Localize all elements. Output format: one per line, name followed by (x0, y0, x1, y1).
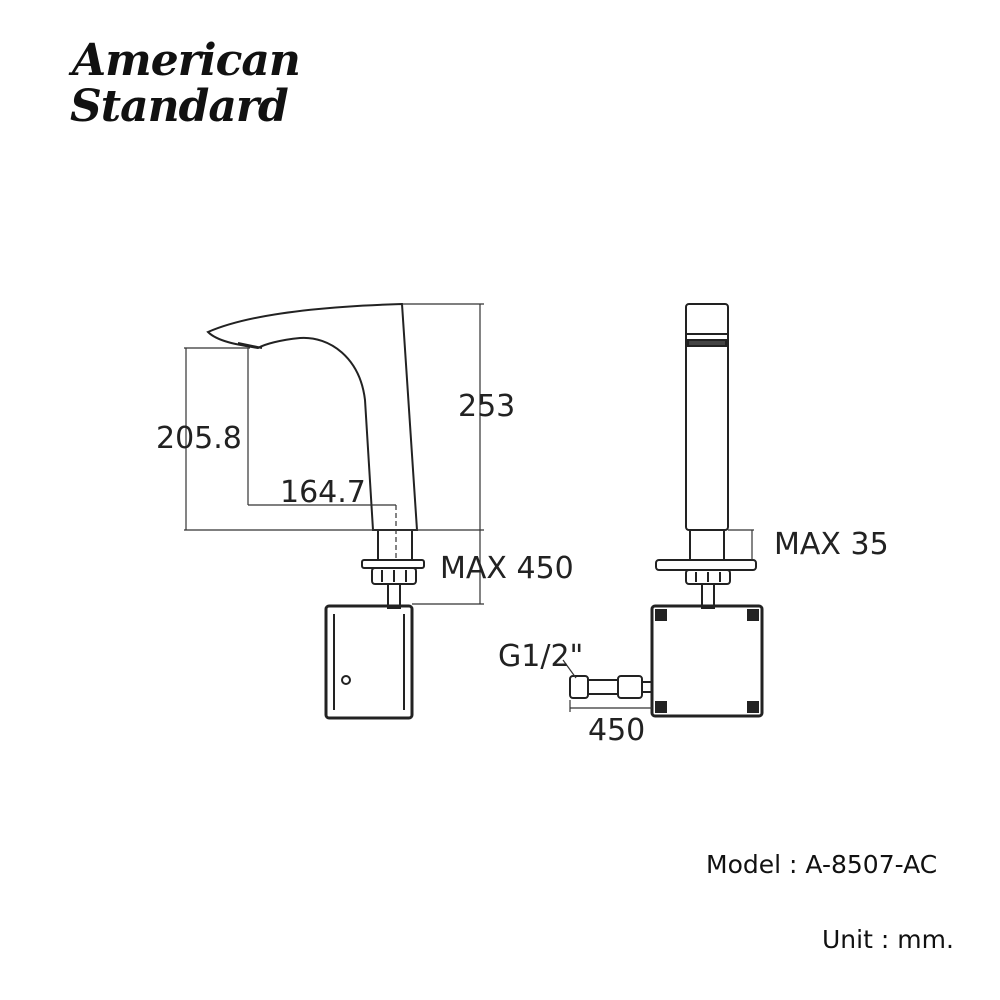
faucet-spout-outlet (237, 342, 263, 349)
brand-logo: American Standard (70, 35, 301, 132)
unit-label: Unit (822, 925, 873, 954)
brand-line-1: American (72, 35, 301, 86)
unit-separator: : (880, 925, 890, 954)
faucet-connector-front (387, 583, 401, 609)
dim-hose-front: MAX 450 (440, 551, 574, 586)
faucet-shank-front (377, 529, 413, 561)
hose-body (587, 679, 619, 695)
unit-info: Unit : mm. (822, 925, 954, 954)
hose-nut-right (617, 675, 643, 699)
unit-value: mm. (897, 925, 954, 954)
brand-line-2: Standard (70, 81, 289, 132)
model-label: Model (706, 850, 782, 879)
dim-hose-side: 450 (588, 713, 645, 748)
model-separator: : (789, 850, 798, 879)
model-value: A-8507-AC (805, 850, 938, 879)
dim-deck-thickness: MAX 35 (774, 527, 889, 562)
faucet-connector-side (701, 583, 715, 609)
faucet-body-side (685, 303, 729, 531)
faucet-shank-side (689, 529, 725, 561)
control-box-front (324, 604, 414, 720)
control-box-side (650, 604, 764, 718)
dim-height-total: 253 (458, 389, 515, 424)
dim-spout-reach: 164.7 (280, 475, 366, 510)
hose-nut-left (569, 675, 589, 699)
faucet-flange-side (655, 559, 757, 571)
dim-spout-height: 205.8 (156, 421, 242, 456)
faucet-flange-front (361, 559, 425, 569)
model-info: Model : A-8507-AC (706, 850, 937, 879)
dim-thread: G1/2" (498, 639, 583, 674)
